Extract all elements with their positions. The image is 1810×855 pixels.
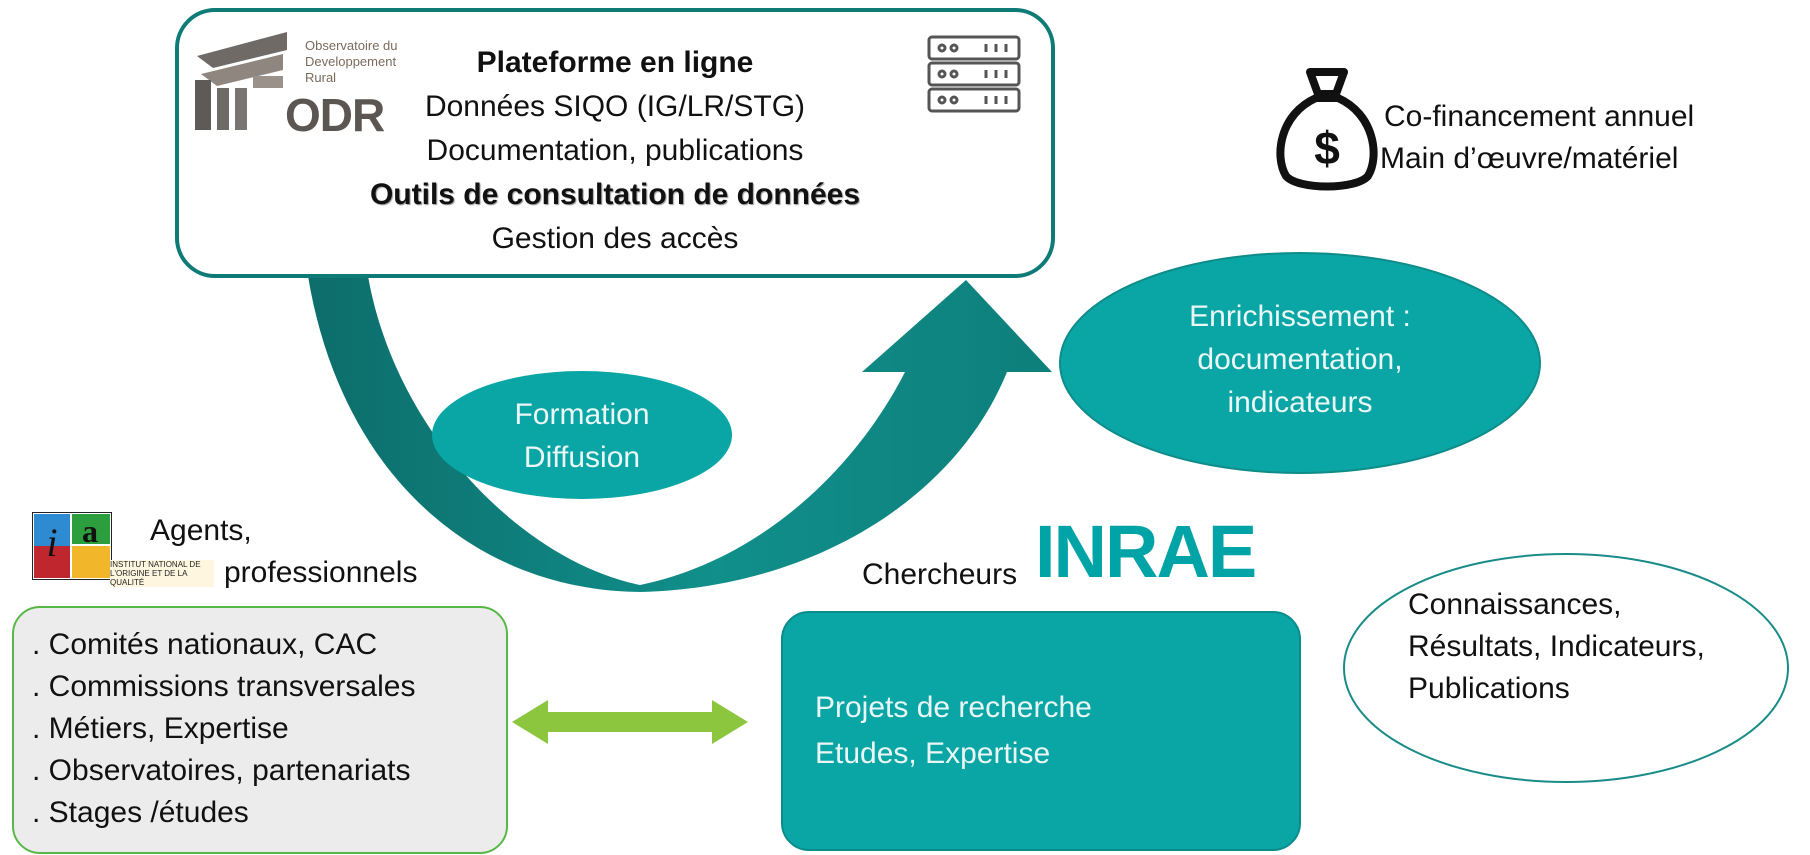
double-arrow [512, 700, 748, 744]
knowledge-ellipse [1343, 553, 1789, 783]
agents-item-4: . Observatoires, partenariats [32, 754, 411, 787]
researchers-label: Chercheurs [862, 558, 1018, 591]
odr-caption-3: Rural [305, 70, 337, 85]
agents-item-2: . Commissions transversales [32, 670, 416, 703]
knowledge-line-3: Publications [1408, 672, 1570, 705]
platform-line-docs: Documentation, publications [426, 134, 804, 167]
svg-text:i: i [46, 520, 57, 565]
cycle-arrow [308, 276, 1052, 592]
agents-label-2: professionnels [224, 556, 418, 589]
inrae-logo: INRAE [1035, 510, 1257, 593]
research-box: Projets de recherche Etudes, Expertise [781, 611, 1301, 851]
platform-title: Plateforme en ligne [476, 46, 754, 79]
formation-ellipse [432, 371, 732, 499]
odr-caption-2: Developpement [305, 54, 397, 69]
platform-line-tools: Outils de consultation de données [369, 178, 861, 211]
agents-label-1: Agents, [150, 514, 252, 547]
agents-item-3: . Métiers, Expertise [32, 712, 289, 745]
money-bag-icon: $ [1276, 68, 1378, 191]
enrichment-line-3: indicateurs [1227, 386, 1373, 419]
knowledge-line-2: Résultats, Indicateurs, [1408, 630, 1705, 663]
inao-logo: i a INSTITUT NATIONAL DE L'ORIGINE ET DE… [32, 512, 214, 598]
formation-line-1: Formation [514, 398, 650, 431]
agents-item-1: . Comités nationaux, CAC [32, 628, 378, 661]
agents-box: . Comités nationaux, CAC . Commissions t… [12, 606, 508, 854]
odr-letters: ODR [285, 89, 385, 141]
platform-line-access: Gestion des accès [491, 222, 739, 255]
research-line-2: Etudes, Expertise [815, 737, 1051, 770]
knowledge-line-1: Connaissances, [1408, 588, 1622, 621]
odr-caption-1: Observatoire du [305, 38, 398, 53]
odr-emblem-icon [195, 32, 287, 130]
formation-text: Formation Diffusion [432, 393, 732, 479]
enrichment-line-2: documentation, [1197, 343, 1403, 376]
agents-item-5: . Stages /études [32, 796, 249, 829]
formation-line-2: Diffusion [523, 441, 641, 474]
server-icon [927, 35, 1021, 113]
funding-line-2: Main d’œuvre/matériel [1380, 142, 1679, 175]
platform-box: Plateforme en ligne Données SIQO (IG/LR/… [175, 8, 1055, 278]
funding-line-1: Co-financement annuel [1384, 100, 1695, 133]
inao-emblem-icon: i a [32, 512, 112, 580]
money-bag-symbol: $ [1314, 122, 1340, 174]
inao-caption: INSTITUT NATIONAL DE L'ORIGINE ET DE LA … [110, 560, 214, 587]
svg-text:a: a [82, 513, 98, 549]
research-line-1: Projets de recherche [815, 691, 1092, 724]
enrichment-line-1: Enrichissement : [1189, 300, 1411, 333]
enrichment-text: Enrichissement : documentation, indicate… [1080, 295, 1520, 424]
odr-logo: Observatoire du Developpement Rural ODR [187, 28, 417, 141]
enrichment-ellipse [1059, 252, 1541, 474]
platform-line-data: Données SIQO (IG/LR/STG) [424, 90, 806, 123]
